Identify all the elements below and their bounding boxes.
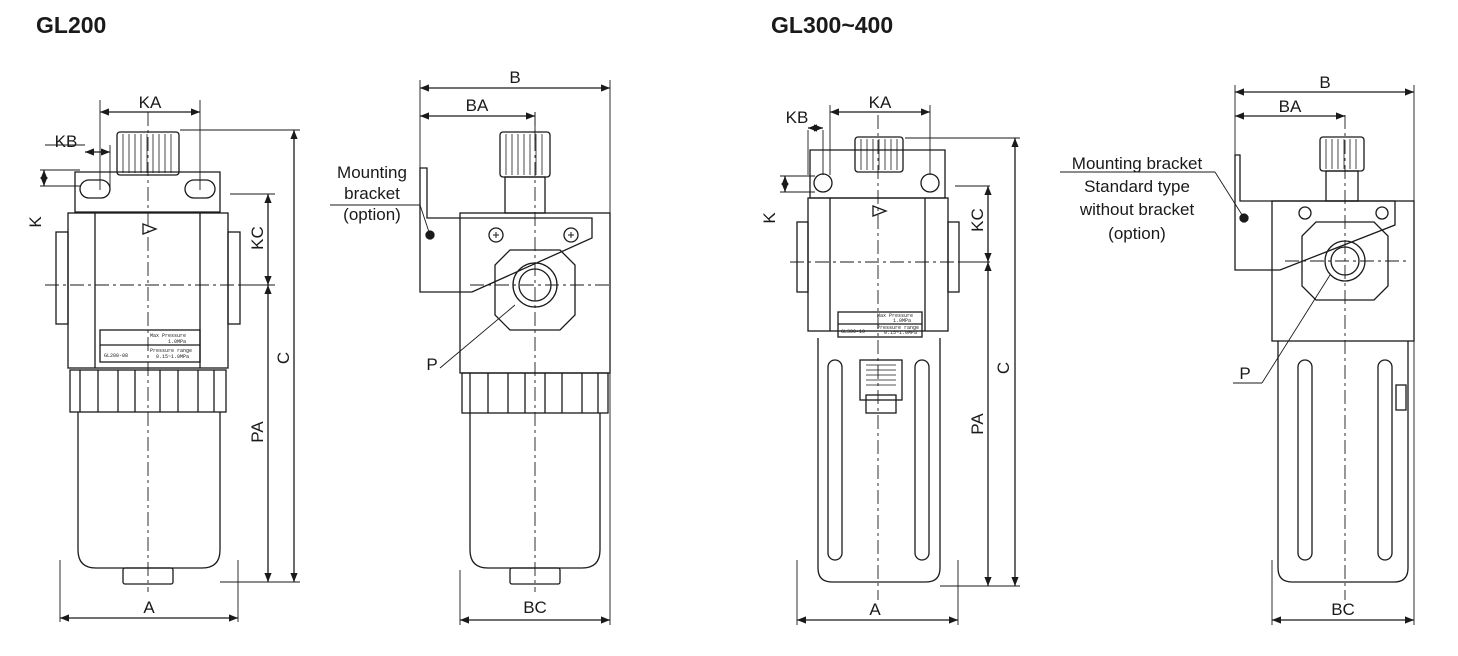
dim-k: K (26, 216, 45, 228)
gl300-front-view (780, 105, 1020, 625)
nameplate-line-2: 1.0MPa (168, 339, 186, 345)
port-p: P (1239, 364, 1250, 383)
dim-k: K (760, 212, 779, 224)
nameplate-model: GL200-08 (104, 353, 128, 359)
dim-ka: KA (139, 93, 162, 112)
bracket-note-line-1: Mounting (337, 163, 407, 182)
dim-kb: KB (786, 108, 809, 127)
gl300-side-labels: B BA BC P Mounting bracket Standard type… (1072, 73, 1355, 619)
bracket-note-line-1: Mounting bracket (1072, 154, 1203, 173)
dim-pa: PA (248, 421, 267, 443)
bracket-note-line-4: (option) (1108, 224, 1166, 243)
dim-kc: KC (968, 208, 987, 232)
bracket-note-line-2: bracket (344, 184, 400, 203)
gl200-side-view (330, 80, 611, 625)
nameplate-line-1: Max Pressure (877, 313, 913, 319)
dim-bc: BC (1331, 600, 1355, 619)
gl200-side-labels: B BA BC P Mounting bracket (option) (337, 68, 547, 617)
nameplate-line-2: 1.0MPa (893, 318, 911, 324)
gl300-front-labels: KA KB K KC C PA A Max Pressure 1.0MPa Pr… (760, 93, 1013, 619)
dim-ba: BA (1279, 97, 1302, 116)
dim-c: C (994, 362, 1013, 374)
dim-kc: KC (248, 226, 267, 250)
gl200-front-labels: KA KB K KC C PA A Max Pressure 1.0MPa Pr… (26, 93, 293, 617)
bracket-note-line-3: (option) (343, 205, 401, 224)
nameplate-line-4: 0.15~1.0MPa (884, 330, 917, 336)
title-gl300-400: GL300~400 (771, 12, 894, 38)
dim-ba: BA (466, 96, 489, 115)
dim-a: A (143, 598, 155, 617)
dim-b: B (509, 68, 520, 87)
dim-ka: KA (869, 93, 892, 112)
bracket-note-line-3: without bracket (1079, 200, 1195, 219)
port-p: P (426, 355, 437, 374)
nameplate-line-1: Max Pressure (150, 333, 186, 339)
dim-b: B (1319, 73, 1330, 92)
nameplate-line-3: Pressure range (150, 348, 192, 354)
dim-kb: KB (55, 132, 78, 151)
dim-pa: PA (968, 413, 987, 435)
nameplate-line-4: 0.15~1.0MPa (156, 354, 189, 360)
title-gl200: GL200 (36, 12, 107, 38)
nameplate-model: GL300-10 (841, 329, 865, 335)
nameplate-line-3: Pressure range (877, 325, 919, 331)
dim-bc: BC (523, 598, 547, 617)
gl300-side-view (1060, 85, 1415, 625)
dim-a: A (869, 600, 881, 619)
gl200-front-view (40, 100, 300, 622)
dim-c: C (274, 352, 293, 364)
bracket-note-line-2: Standard type (1084, 177, 1190, 196)
